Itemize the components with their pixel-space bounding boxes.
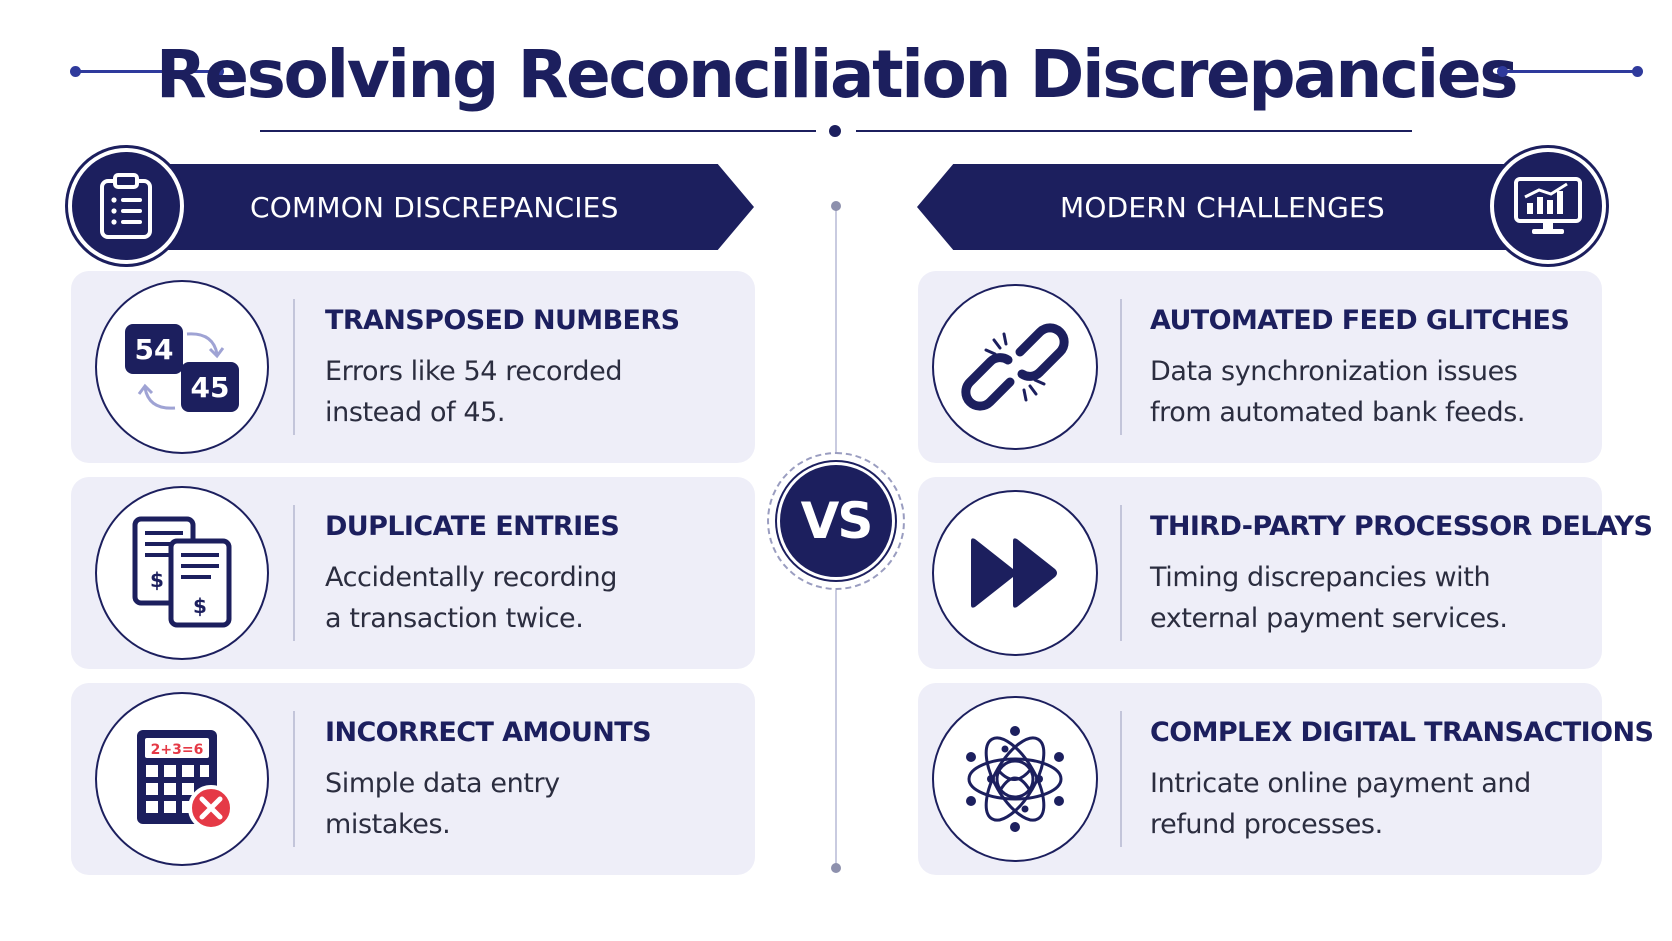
- card-incorrect-amounts: 2+3=6 INCORRECT AMOUNTS Simple data entr…: [71, 683, 755, 875]
- icon-ring: 2+3=6: [95, 692, 269, 866]
- monitor-chart-icon: [1514, 177, 1582, 234]
- card-divider: [293, 711, 295, 847]
- icon-ring: $ $: [95, 486, 269, 660]
- center-divider-bottom-dot: [831, 863, 841, 873]
- card-divider: [1120, 711, 1122, 847]
- vs-badge: VS: [777, 462, 895, 580]
- right-header-label: MODERN CHALLENGES: [1060, 190, 1385, 224]
- card-duplicate-entries: $ $ DUPLICATE ENTRIES Accidentally recor…: [71, 477, 755, 669]
- left-header-label: COMMON DISCREPANCIES: [250, 190, 619, 224]
- card-title: COMPLEX DIGITAL TRANSACTIONS: [1150, 717, 1654, 748]
- left-header-badge: [68, 148, 184, 264]
- icon-ring: 54 45: [95, 280, 269, 454]
- svg-text:$: $: [150, 568, 164, 592]
- page-title: Resolving Reconciliation Discrepancies: [155, 36, 1519, 113]
- card-title: TRANSPOSED NUMBERS: [325, 305, 680, 336]
- card-divider: [293, 299, 295, 435]
- icon-ring: [932, 284, 1098, 450]
- swap-numbers-icon: 54 45: [125, 324, 239, 412]
- card-divider: [1120, 299, 1122, 435]
- card-divider: [293, 505, 295, 641]
- card-title: THIRD-PARTY PROCESSOR DELAYS: [1150, 511, 1653, 542]
- broken-link-icon: [961, 323, 1069, 411]
- equation-text: 2+3=6: [151, 742, 204, 758]
- title-right-dot: [1632, 66, 1643, 77]
- card-divider: [1120, 505, 1122, 641]
- title-underline-right: [856, 130, 1412, 132]
- calculator-error-icon: 2+3=6: [137, 730, 234, 831]
- title-right-decoration: [1502, 70, 1638, 73]
- fast-forward-icon: [971, 538, 1057, 608]
- card-complex-digital-transactions: COMPLEX DIGITAL TRANSACTIONS Intricate o…: [918, 683, 1654, 875]
- clipboard-checklist-icon: [100, 173, 152, 239]
- title-row: Resolving Reconciliation Discrepancies: [0, 28, 1672, 118]
- center-divider-top-dot: [831, 201, 841, 211]
- title-left-dot: [70, 66, 81, 77]
- title-underline-dot: [829, 125, 841, 137]
- duplicate-documents-icon: $ $: [132, 516, 232, 628]
- card-transposed-numbers: 54 45 TRANSPOSED NUMBERS Errors like 54 …: [71, 271, 755, 463]
- icon-ring: [932, 490, 1098, 656]
- card-title: DUPLICATE ENTRIES: [325, 511, 620, 542]
- icon-ring: [932, 696, 1098, 862]
- right-header-banner: MODERN CHALLENGES: [917, 164, 1521, 250]
- card-title: INCORRECT AMOUNTS: [325, 717, 652, 748]
- title-right-dot-inner: [1497, 66, 1508, 77]
- vs-label: VS: [800, 492, 874, 550]
- network-web-icon: [966, 726, 1064, 832]
- left-header-banner: COMMON DISCREPANCIES: [150, 164, 754, 250]
- number-a: 54: [135, 333, 174, 366]
- title-left-dot-inner: [213, 66, 224, 77]
- card-automated-feed-glitches: AUTOMATED FEED GLITCHES Data synchroniza…: [918, 271, 1602, 463]
- card-third-party-processor-delays: THIRD-PARTY PROCESSOR DELAYS Timing disc…: [918, 477, 1653, 669]
- svg-text:$: $: [193, 594, 207, 618]
- title-underline-left: [260, 130, 816, 132]
- right-header-badge: [1490, 148, 1606, 264]
- number-b: 45: [191, 371, 230, 404]
- card-title: AUTOMATED FEED GLITCHES: [1150, 305, 1570, 336]
- title-left-decoration: [74, 70, 222, 73]
